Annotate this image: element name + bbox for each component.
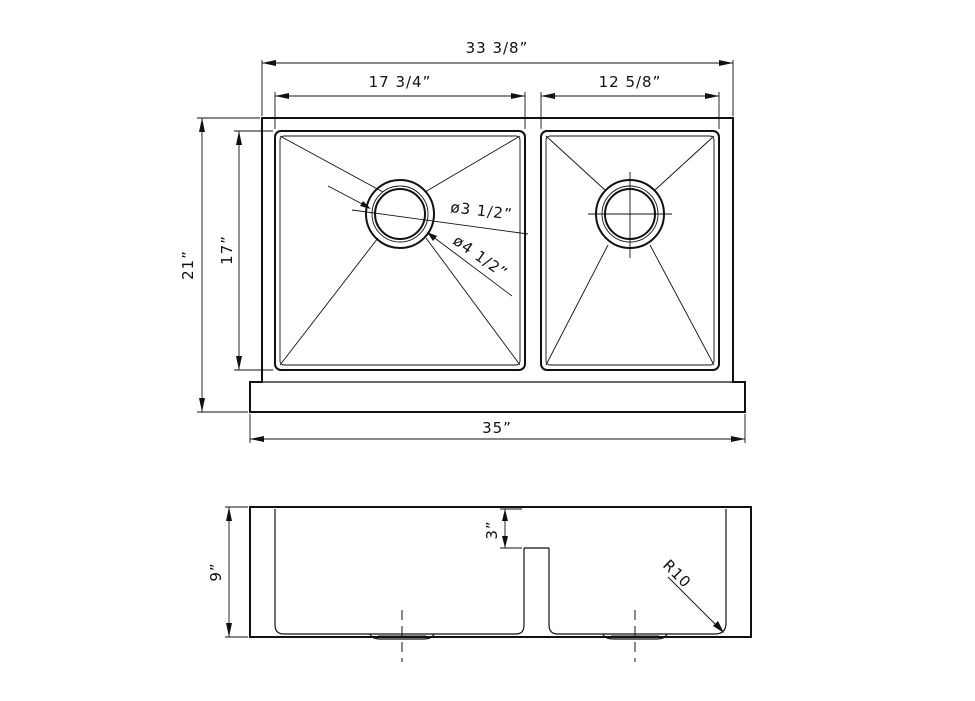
dim-overall-width: 33 3/8” <box>261 39 734 116</box>
right-bowl <box>540 130 720 371</box>
front-right-drain <box>602 633 668 640</box>
dim-divider-drop: 3” <box>483 508 522 549</box>
divider-drop-label: 3” <box>483 520 501 539</box>
front-outline <box>249 506 752 638</box>
left-bowl-inner <box>279 135 521 366</box>
dim-left-bowl-width: 17 3/4” <box>274 73 526 129</box>
right-bowl-outline <box>540 130 720 371</box>
dim-height: 9” <box>207 506 248 638</box>
corner-radius-label: R10 <box>659 556 695 592</box>
bowl-depth-label: 17” <box>218 235 236 265</box>
front-right-bowl <box>548 509 727 635</box>
dim-right-bowl-width: 12 5/8” <box>540 73 720 129</box>
left-bowl-outline <box>274 130 526 371</box>
height-label: 9” <box>207 562 225 581</box>
dim-corner-radius: R10 <box>659 556 724 633</box>
dim-overall-depth: 21” <box>179 117 260 413</box>
front-view: 9” 3” R10 <box>207 506 752 662</box>
right-bowl-inner <box>545 135 715 366</box>
left-bowl <box>274 130 526 371</box>
left-drain-outer <box>365 179 435 249</box>
dim-bowl-depth: 17” <box>218 130 273 371</box>
left-drain-inner <box>374 188 426 240</box>
right-bowl-width-label: 12 5/8” <box>599 73 662 91</box>
overall-depth-label: 21” <box>179 250 197 280</box>
sink-outline <box>249 117 746 413</box>
dim-apron-width: 35” <box>249 414 746 443</box>
top-view: 33 3/8” 17 3/4” 12 5/8” 21” <box>179 39 746 443</box>
drain-leaders <box>327 185 529 297</box>
left-bowl-width-label: 17 3/4” <box>369 73 432 91</box>
front-left-bowl <box>274 509 525 635</box>
drain-inner-diameter-label: ø3 1/2” <box>450 198 514 223</box>
front-left-drain <box>369 633 435 640</box>
drain-outer-diameter-label: ø4 1/2” <box>450 232 511 283</box>
apron-width-label: 35” <box>482 419 512 437</box>
overall-width-label: 33 3/8” <box>466 39 529 57</box>
